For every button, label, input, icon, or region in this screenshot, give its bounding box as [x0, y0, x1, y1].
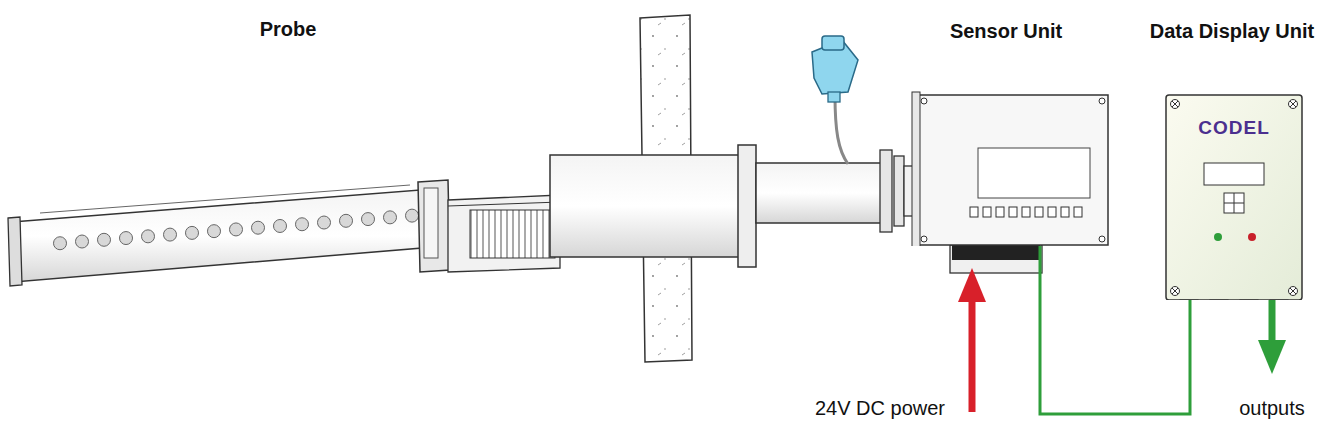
enclosure [900, 18, 1112, 246]
display-unit: Data Display UnitCODEL [1132, 18, 1332, 300]
enclosure [1132, 18, 1332, 300]
part-heading: Probe [260, 18, 317, 41]
unit-heading: Data Display Unit [1132, 20, 1332, 43]
sensor-unit: Sensor Unit [900, 18, 1112, 246]
signal-label: 24V DC power [815, 397, 945, 420]
brand-logo: CODEL [1198, 117, 1270, 139]
unit-heading: Sensor Unit [900, 20, 1112, 43]
signal-label: outputs [1239, 397, 1305, 420]
